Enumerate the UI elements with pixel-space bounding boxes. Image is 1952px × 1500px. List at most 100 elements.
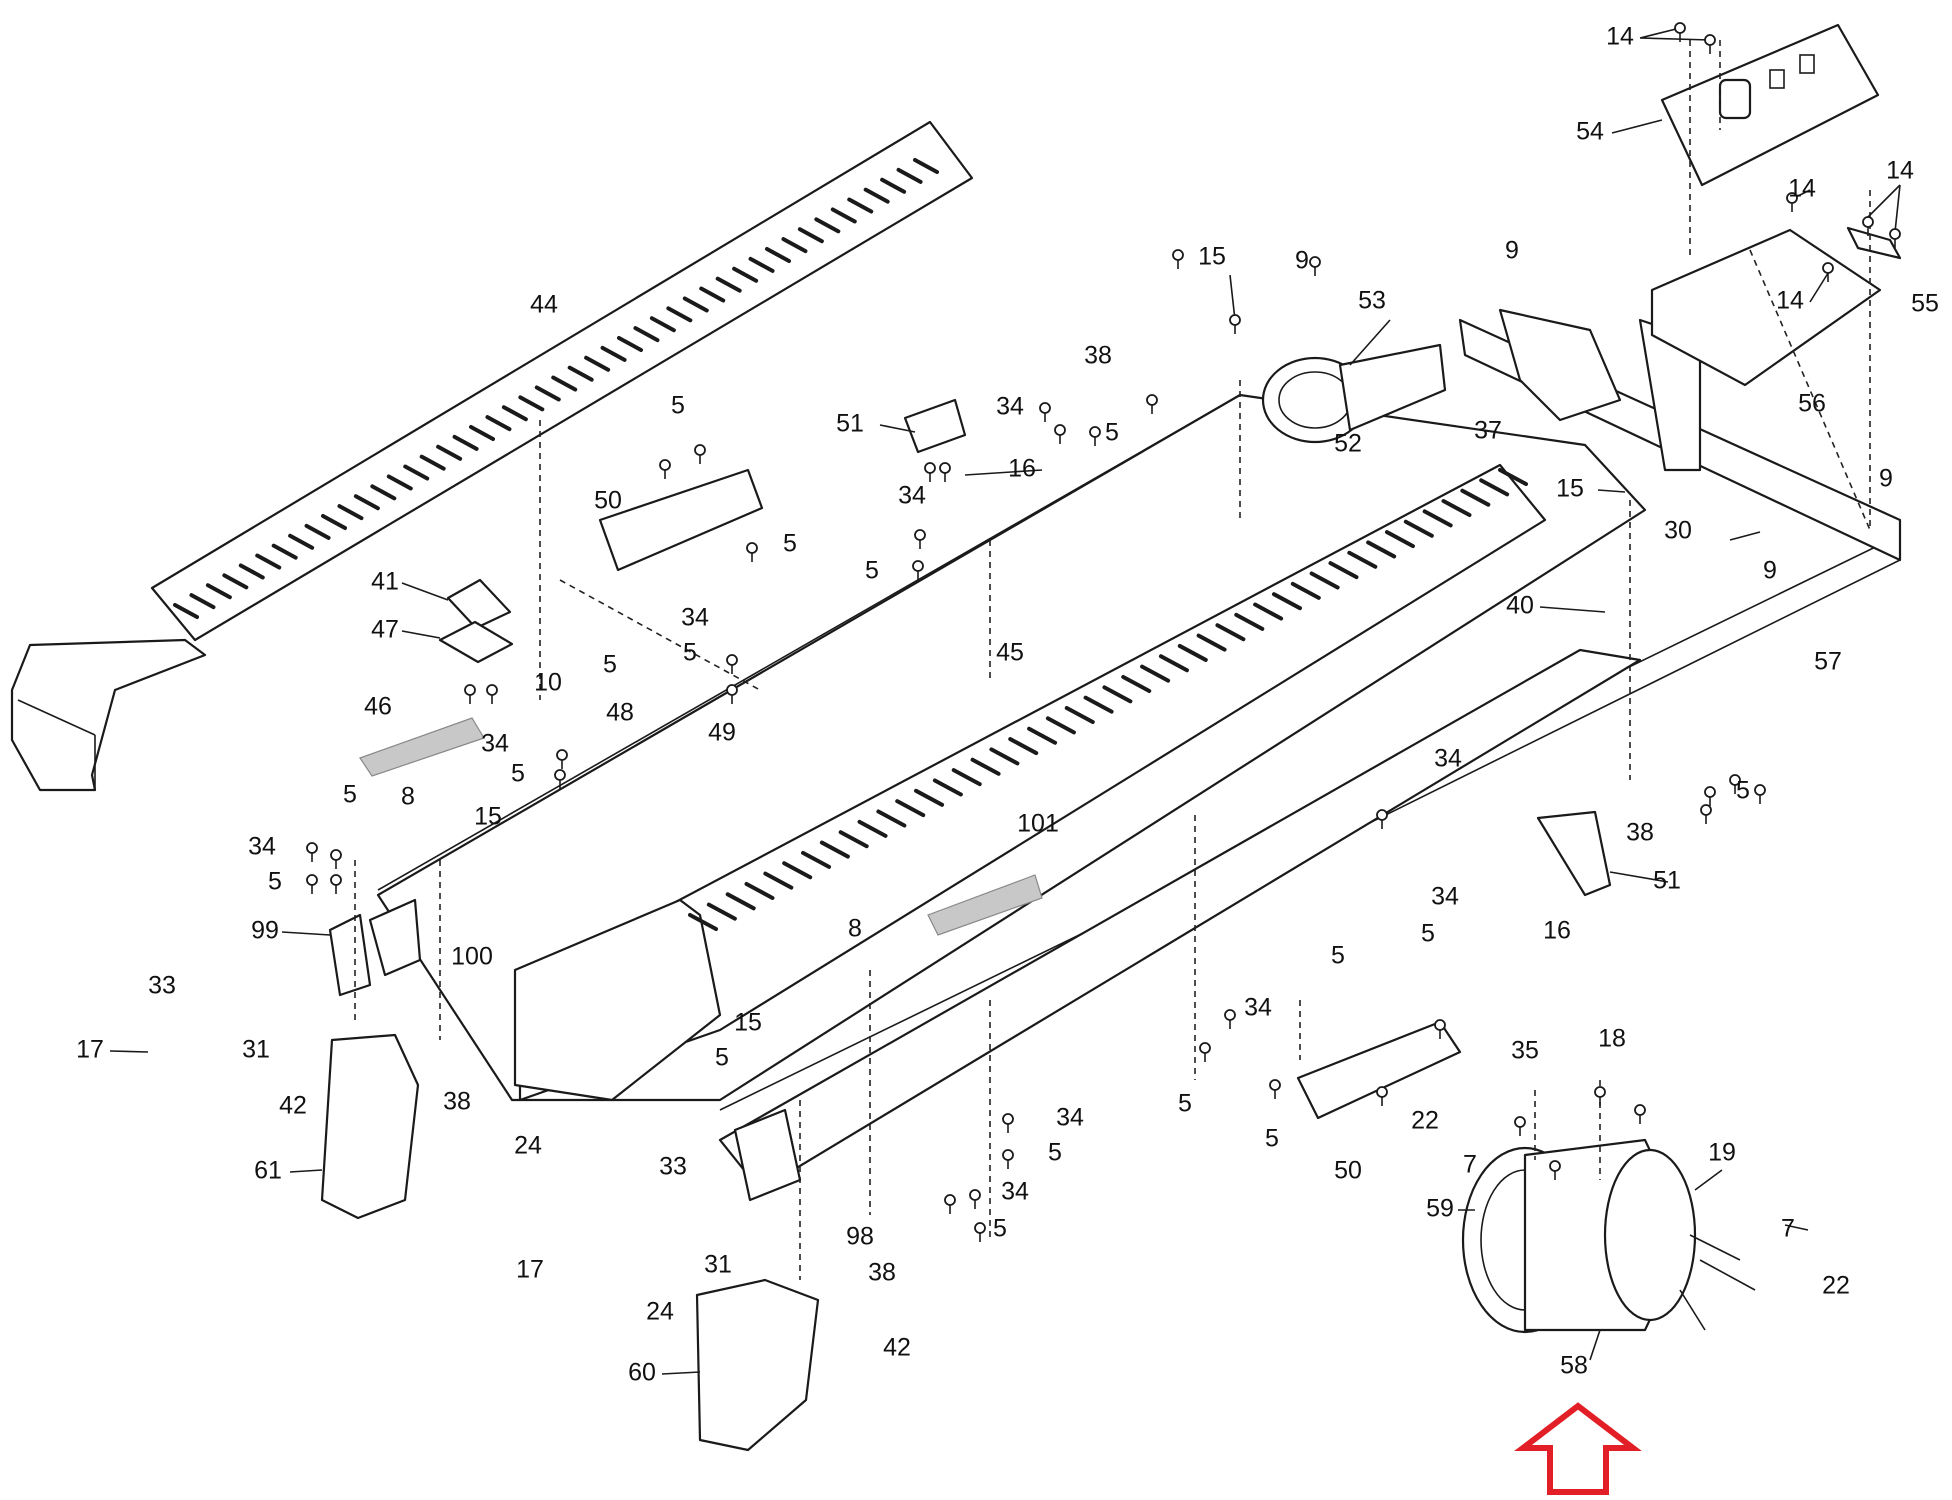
- rail-slat: [880, 177, 907, 194]
- part-callout-9: 9: [1505, 237, 1519, 265]
- rail-slat: [617, 336, 643, 352]
- screw: [1089, 426, 1101, 438]
- belt-slat: [857, 819, 888, 838]
- screw: [1434, 1019, 1446, 1031]
- part-callout-5: 5: [671, 392, 685, 420]
- screw: [306, 874, 318, 886]
- part-callout-22: 22: [1822, 1272, 1850, 1300]
- part-callout-42: 42: [883, 1334, 911, 1362]
- part-callout-53: 53: [1358, 287, 1386, 315]
- belt-slat: [1422, 509, 1453, 528]
- rail-slat: [271, 543, 298, 560]
- part-callout-15: 15: [1556, 475, 1584, 503]
- part-callout-31: 31: [242, 1036, 270, 1064]
- part-callout-41: 41: [371, 568, 399, 596]
- part-callout-59: 59: [1426, 1195, 1454, 1223]
- decal-101-part: [927, 874, 1043, 936]
- part-callout-46: 46: [364, 693, 392, 721]
- rail-slat: [353, 494, 380, 511]
- rail-slat: [222, 573, 249, 590]
- frame-part: [377, 308, 1902, 1192]
- part-callout-24: 24: [514, 1132, 542, 1160]
- rail-slat: [699, 286, 726, 303]
- part-callout-34: 34: [898, 482, 926, 510]
- rail-slat: [321, 514, 347, 530]
- part-callout-54: 54: [1576, 118, 1604, 146]
- screw: [1224, 1009, 1236, 1021]
- belt-slat: [1253, 602, 1284, 621]
- rail-slat: [189, 593, 216, 610]
- belt-slat: [763, 871, 794, 890]
- controller-board-part: [1660, 23, 1880, 187]
- rail-slat: [205, 583, 232, 600]
- belt-slat: [1479, 478, 1510, 497]
- drive-belt-part: [1261, 343, 1447, 444]
- part-callout-98: 98: [846, 1223, 874, 1251]
- rail-slat: [732, 266, 759, 283]
- part-callout-8: 8: [401, 783, 415, 811]
- part-callout-33: 33: [659, 1153, 687, 1181]
- screw: [746, 542, 758, 554]
- screw: [330, 874, 342, 886]
- belt-slat: [1121, 674, 1152, 693]
- belt-slat: [1271, 592, 1302, 611]
- belt-slat: [1158, 654, 1189, 673]
- belt-slat: [688, 913, 718, 931]
- rail-slat: [765, 247, 791, 263]
- rail-slat: [847, 197, 874, 214]
- screw: [1700, 804, 1712, 816]
- screw: [694, 444, 706, 456]
- part-callout-58: 58: [1560, 1352, 1588, 1380]
- part-callout-15: 15: [734, 1009, 762, 1037]
- part-callout-30: 30: [1664, 517, 1692, 545]
- part-callout-14: 14: [1606, 23, 1634, 51]
- part-callout-15: 15: [1198, 243, 1226, 271]
- part-callout-51: 51: [1653, 867, 1681, 895]
- screw: [464, 684, 476, 696]
- part-callout-34: 34: [1244, 994, 1272, 1022]
- belt-slat: [1140, 664, 1171, 683]
- left-endcap-part: [320, 1033, 420, 1220]
- screw: [944, 1194, 956, 1206]
- belt-slat: [1064, 706, 1095, 725]
- screw: [1889, 228, 1901, 240]
- screw: [330, 849, 342, 861]
- screw: [1674, 22, 1686, 34]
- screw: [1309, 256, 1321, 268]
- belt-slat: [914, 788, 945, 807]
- part-callout-100: 100: [451, 943, 493, 971]
- rail-slat: [386, 474, 413, 491]
- rail-slat: [830, 207, 857, 224]
- bracket-50-left-part: [598, 468, 764, 572]
- part-callout-48: 48: [606, 699, 634, 727]
- screw: [1514, 1116, 1526, 1128]
- screw: [1376, 809, 1388, 821]
- part-callout-38: 38: [868, 1259, 896, 1287]
- part-callout-35: 35: [1511, 1037, 1539, 1065]
- screw: [914, 529, 926, 541]
- belt-slat: [744, 881, 775, 900]
- part-callout-44: 44: [530, 291, 558, 319]
- part-callout-7: 7: [1463, 1151, 1477, 1179]
- motor-part: [1461, 1138, 1756, 1334]
- belt-slat: [725, 892, 756, 911]
- part-callout-57: 57: [1814, 648, 1842, 676]
- part-callout-50: 50: [594, 487, 622, 515]
- rail-slat: [501, 405, 528, 422]
- screw: [486, 684, 498, 696]
- part-callout-40: 40: [1506, 592, 1534, 620]
- rail-slat: [781, 237, 808, 254]
- belt-slat: [706, 902, 737, 921]
- part-callout-8: 8: [848, 915, 862, 943]
- plate-47-part: [438, 620, 514, 664]
- part-callout-5: 5: [865, 557, 879, 585]
- belt-slat: [1498, 468, 1528, 486]
- belt-slat: [1008, 737, 1039, 756]
- part-callout-47: 47: [371, 616, 399, 644]
- screw: [1594, 1086, 1606, 1098]
- belt-slat: [1196, 633, 1227, 652]
- screw: [1172, 249, 1184, 261]
- belt-slat: [838, 830, 869, 849]
- part-callout-14: 14: [1886, 157, 1914, 185]
